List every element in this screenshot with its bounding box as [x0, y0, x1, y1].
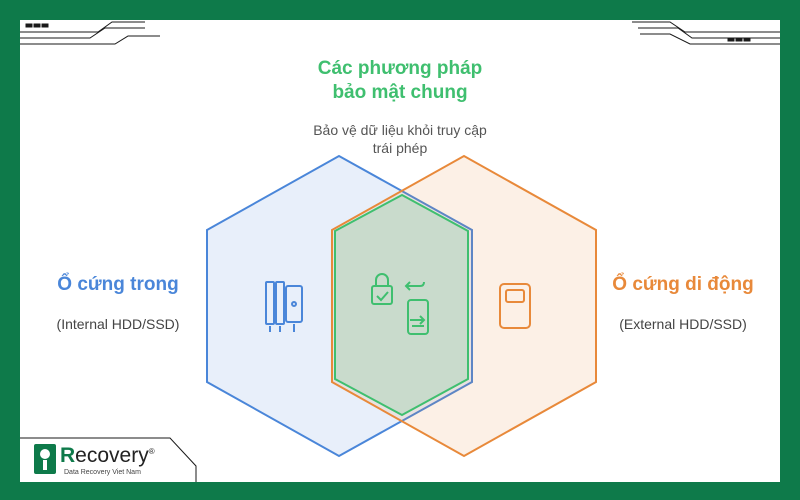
internal-drive-title: Ổ cứng trong: [57, 274, 179, 295]
diagram-subtitle-line-1: Bảo vệ dữ liệu khỏi truy cập: [313, 122, 487, 138]
logo-corner-frame: [20, 437, 197, 482]
right-hexagon: [331, 154, 597, 458]
logo-brand-rest: ecovery: [75, 444, 149, 467]
diagram-title-line-1: Các phương pháp: [317, 58, 483, 79]
portable-drive-icon: [499, 283, 531, 329]
corner-decoration-top-right: [632, 21, 780, 45]
secure-sync-icon: [371, 273, 429, 335]
diagram-subtitle-line-2: trái phép: [372, 140, 428, 156]
recovery-logo-icon: [34, 444, 56, 474]
internal-drive-subtitle: (Internal HDD/SSD): [56, 316, 180, 332]
external-drive-title: Ổ cứng di động: [612, 274, 754, 295]
center-hexagon: [334, 193, 469, 417]
left-hexagon: [206, 154, 473, 458]
corner-decoration-top-left: [20, 21, 160, 45]
venn-diagram: [20, 21, 780, 482]
external-drive-subtitle: (External HDD/SSD): [619, 316, 747, 332]
diagram-card: Các phương pháp bảo mật chung Bảo vệ dữ …: [20, 20, 780, 482]
recovery-logo-tagline: Data Recovery Viet Nam: [64, 469, 141, 476]
server-drive-icon: [265, 281, 303, 332]
logo-brand-initial: R: [60, 444, 76, 467]
recovery-logo-brand: Recovery®: [60, 444, 155, 468]
diagram-title-line-2: bảo mật chung: [332, 82, 468, 103]
logo-registered-mark: ®: [148, 447, 155, 456]
